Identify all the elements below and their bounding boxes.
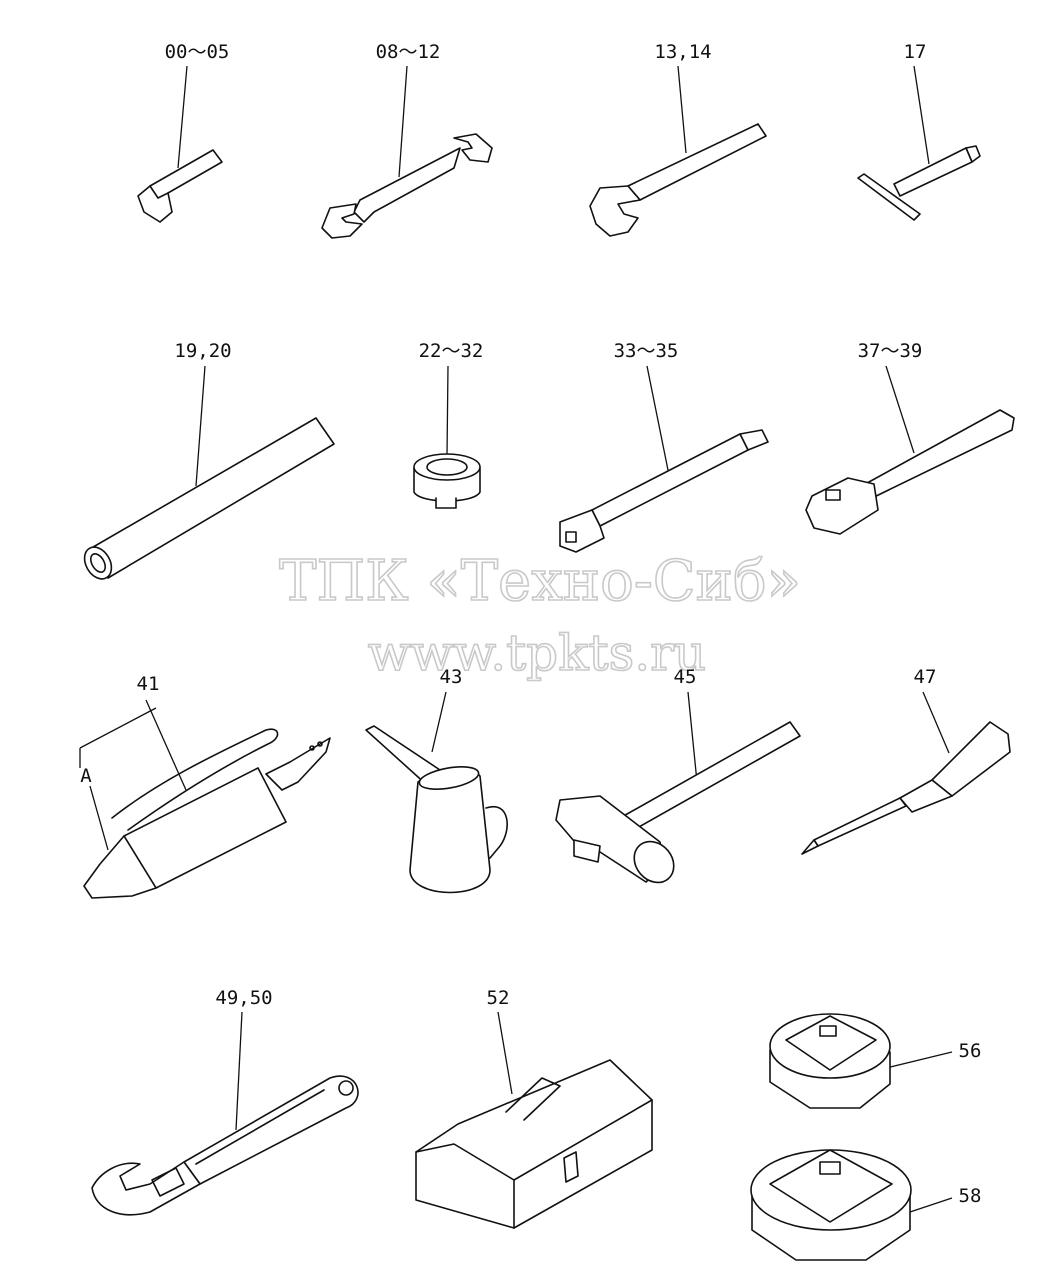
filter-wrench-large: 58 — [750, 1149, 982, 1261]
watermark: ТПК «Техно-Сиб» www.tpkts.ru — [278, 548, 801, 683]
socket: 22～32 — [413, 340, 484, 509]
watermark-company: ТПК «Техно-Сиб» — [279, 549, 801, 614]
t-handle-wrench: 17 — [857, 41, 981, 221]
adjustable-wrench: 49,50 — [91, 987, 359, 1216]
grease-gun: 41 A — [79, 673, 331, 899]
label-ratchet: 37～39 — [858, 340, 923, 362]
label-socket: 22～32 — [419, 340, 484, 362]
open-end-wrench: 08～12 — [321, 41, 493, 239]
tool-box: 52 — [415, 987, 653, 1229]
label-tool-box: 52 — [487, 987, 510, 1009]
label-screwdriver: 47 — [914, 666, 937, 688]
label-extension-bar: 33～35 — [614, 340, 679, 362]
label-pipe: 19,20 — [174, 340, 231, 362]
label-oil-can: 43 — [440, 666, 463, 688]
label-grease-gun: 41 — [137, 673, 160, 695]
label-allen-key: 00～05 — [165, 41, 230, 63]
watermark-url: www.tpkts.ru — [368, 624, 707, 682]
label-filter-wrench-large: 58 — [959, 1185, 982, 1207]
oil-can: 43 — [365, 666, 508, 894]
extension-bar: 33～35 — [559, 340, 769, 553]
allen-key: 00～05 — [137, 41, 230, 223]
ratchet-handle: 37～39 — [805, 340, 1015, 535]
single-open-wrench: 13,14 — [589, 41, 767, 237]
label-t-wrench: 17 — [904, 41, 927, 63]
label-grease-gun-part: A — [80, 765, 92, 787]
extension-pipe: 19,20 — [83, 340, 335, 580]
label-hammer: 45 — [674, 666, 697, 688]
label-single-wrench: 13,14 — [654, 41, 711, 63]
hammer: 45 — [555, 666, 801, 884]
label-adjustable-wrench: 49,50 — [215, 987, 272, 1009]
filter-wrench-small: 56 — [769, 1013, 982, 1109]
label-open-wrench: 08～12 — [376, 41, 441, 63]
screwdriver: 47 — [801, 666, 1011, 855]
label-filter-wrench-small: 56 — [959, 1040, 982, 1062]
